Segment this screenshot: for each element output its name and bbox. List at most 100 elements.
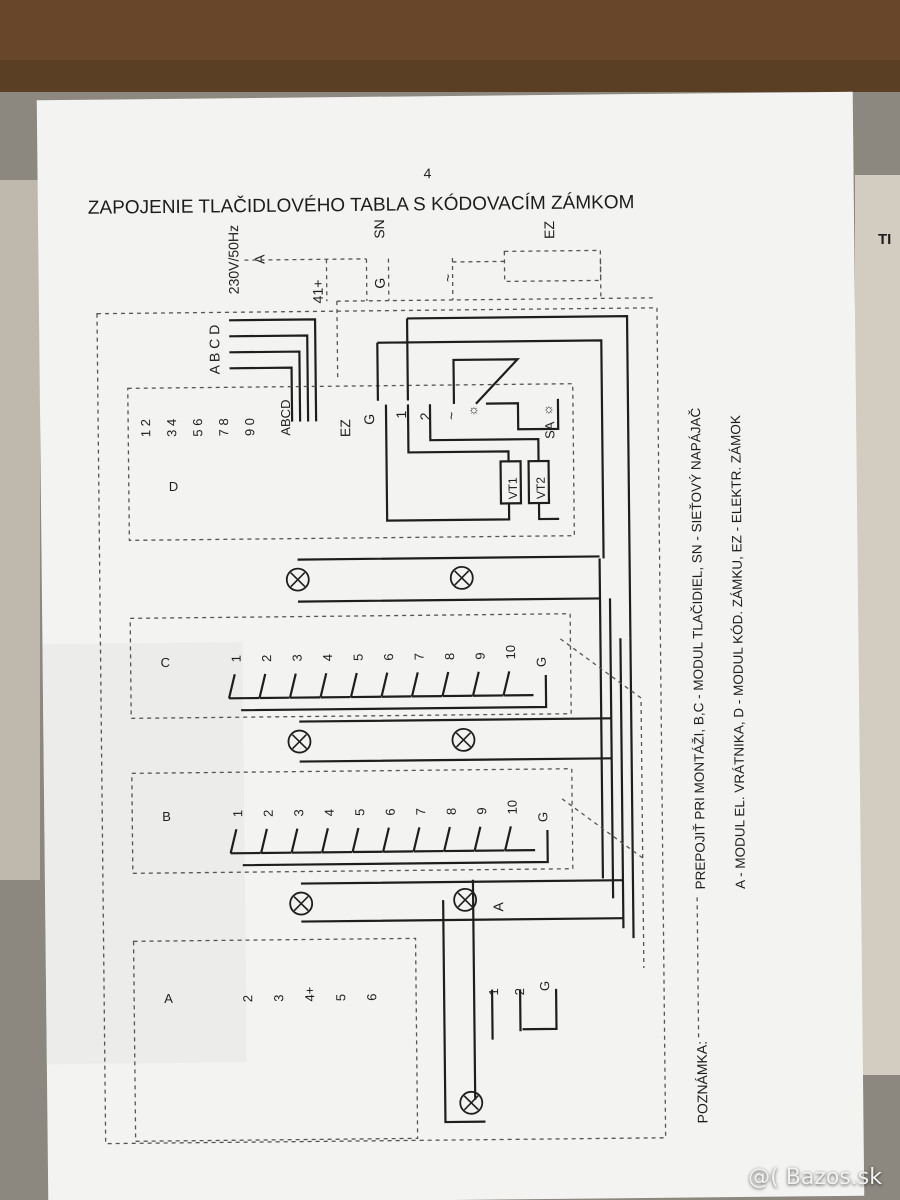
module-d-tilde: ~	[443, 412, 459, 420]
module-a-button-label: 1	[486, 988, 501, 995]
wood-plank	[0, 0, 900, 60]
supply-sn-label: SN	[371, 219, 387, 239]
lamps	[285, 565, 484, 1115]
push-button-switch	[380, 672, 412, 698]
module-b-g-label: G	[535, 812, 550, 822]
push-button-switch	[288, 673, 321, 699]
module-d-t2: 2	[417, 412, 433, 420]
supply-arrow-label: A	[251, 254, 267, 264]
module-c-button-label: 3	[290, 654, 305, 661]
module-c-button-label: 7	[412, 653, 427, 660]
watermark-text: @( Bazos.sk	[748, 1165, 882, 1190]
ez-lock-outline	[503, 249, 602, 283]
push-button-switch	[471, 671, 504, 697]
module-b-button-label: 9	[474, 807, 489, 814]
paper-sheet: 4 ZAPOJENIE TLAČIDLOVÉHO TABLA S KÓDOVAC…	[36, 91, 865, 1200]
device-left-panel	[0, 180, 40, 880]
module-a-terminal-label: 5	[333, 994, 348, 1001]
module-a-terminal-label: 2	[240, 995, 255, 1002]
push-button-switch	[412, 827, 444, 853]
module-c-button-label: 1	[229, 655, 244, 662]
keypad-pair-label: 7 8	[216, 418, 231, 436]
lamp-icon	[451, 727, 476, 752]
keypad-pair-label: 5 6	[190, 418, 205, 436]
keypad-abcd-small: ABCD	[278, 400, 293, 436]
push-button-switch	[504, 826, 536, 852]
module-d: EZ G 1 2 ~ SA VT1 VT2 ☼ ☼	[337, 315, 632, 639]
module-common-wire	[241, 674, 548, 712]
lamp-icon	[459, 1090, 484, 1115]
push-button-switch	[382, 827, 414, 853]
enclosure-outline	[96, 307, 667, 1145]
device-panel	[855, 175, 900, 1075]
module-b-button-label: 5	[352, 809, 367, 816]
page-number: 4	[423, 165, 431, 181]
lamp-icon	[287, 729, 312, 754]
notes-line-2: A - MODUL EL. VRÁTNIKA, D - MODUL KÓD. Z…	[728, 415, 748, 889]
side-label: TI	[878, 231, 891, 248]
supply-voltage-label: 230V/50Hz	[225, 225, 242, 294]
module-c-button-label: 6	[381, 653, 396, 660]
lamp-sun-icon-2: ☼	[543, 401, 555, 416]
module-d-ez: EZ	[337, 419, 353, 438]
push-button-switch	[321, 828, 353, 854]
module-c-button-label: 10	[503, 645, 518, 660]
module-c-label: C	[161, 655, 171, 670]
module-b-button-label: 7	[413, 808, 428, 815]
push-button-switch	[410, 672, 443, 698]
module-c-g-label: G	[534, 657, 549, 667]
push-button-switch	[443, 826, 475, 853]
module-c-button-label: 2	[259, 655, 274, 662]
lamp-sun-icon: ☼	[468, 402, 480, 417]
push-button-switch	[227, 674, 260, 700]
module-d-sa: SA	[542, 421, 557, 439]
push-button-switch	[473, 826, 505, 852]
module-d-vt2: VT2	[534, 477, 548, 499]
power-supply-block: 230V/50Hz A 41+ SN G ~ EZ	[225, 219, 657, 382]
module-b-button-label: 1	[230, 810, 245, 817]
notes-title: POZNÁMKA:	[694, 1041, 711, 1124]
push-button-switch	[260, 828, 292, 855]
supply-g-label: G	[372, 278, 388, 289]
push-button-switch	[258, 673, 290, 700]
ez-lock-label: EZ	[541, 221, 557, 240]
module-a-terminal-label: 3	[271, 995, 286, 1002]
module-a-g: G	[537, 981, 552, 991]
push-button-switch	[441, 671, 473, 698]
supply-tilde-label: ~	[440, 274, 456, 282]
keypad-abcd-label: A B C D	[206, 325, 223, 375]
module-b-button-label: 6	[383, 808, 398, 815]
module-b-button-label: 2	[261, 810, 276, 817]
keypad-pair-label: 3 4	[164, 419, 179, 437]
notes-line-1: PREPOJIŤ PRI MONTÁŽI, B,C - MODUL TLAČID…	[688, 408, 708, 890]
lamp-icon	[453, 887, 478, 912]
module-c-button-label: 5	[351, 654, 366, 661]
supply-41-label: 41+	[310, 280, 326, 304]
module-b-button-label: 3	[291, 809, 306, 816]
lamp-icon	[449, 565, 474, 590]
module-b-button-label: 8	[444, 808, 459, 815]
module-common-wire	[242, 829, 549, 867]
module-c-button-label: 9	[473, 652, 488, 659]
lamp-icon	[285, 567, 310, 592]
lamp-icon	[289, 891, 314, 916]
module-a-arrow: A	[490, 901, 506, 911]
module-d-g: G	[361, 414, 377, 425]
module-d-vt1: VT1	[506, 477, 520, 499]
module-a-terminal-label: 6	[364, 994, 379, 1001]
push-button-switch	[349, 672, 382, 699]
module-d-t1: 1	[393, 410, 409, 418]
push-button-switch	[319, 673, 351, 699]
module-a-label: A	[164, 991, 173, 1006]
notes-block: POZNÁMKA: PREPOJIŤ PRI MONTÁŽI, B,C - MO…	[688, 408, 748, 1124]
push-button-switch	[502, 671, 534, 697]
module-c-button-label: 4	[320, 654, 335, 661]
push-button-switch	[351, 827, 383, 854]
module-b-label: B	[162, 809, 171, 824]
push-button-switch	[290, 828, 322, 854]
